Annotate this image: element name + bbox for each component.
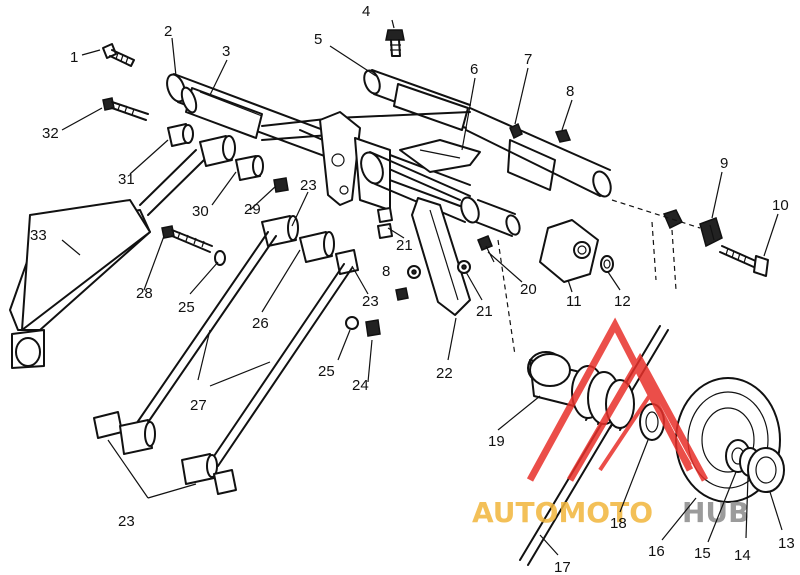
callout-21-upper: 21 [396,237,413,254]
part-27-tie-rods [131,231,353,467]
part-24-nut [365,319,381,337]
part-30-spacer [199,135,264,181]
callout-4: 4 [362,3,370,20]
callout-33: 33 [30,227,47,244]
callout-2: 2 [164,23,172,40]
callout-18: 18 [610,515,627,532]
watermark-inner-triangle-icon [598,391,692,472]
part-22-arm [411,197,471,316]
callout-7: 7 [524,51,532,68]
part-1-bolt [102,43,135,67]
part-13-cap [747,447,785,493]
callout-30: 30 [192,203,209,220]
part-23-rod-end-lower-b [181,453,237,495]
part-5-axle-rear [363,69,471,131]
part-33-shock [9,149,205,369]
alignment-lines [497,199,701,356]
callout-10: 10 [772,197,789,214]
callout-13: 13 [778,535,795,552]
callout-27: 27 [190,397,207,414]
callout-labels: 1 2 3 4 5 6 7 8 8 9 10 11 12 13 14 15 16… [30,3,795,575]
part-3-sleeve [180,86,263,139]
callout-25-left: 25 [178,299,195,316]
callout-15: 15 [694,545,711,562]
callout-31: 31 [118,171,135,188]
part-21-washer-b [457,260,471,274]
callout-23-middle: 23 [362,293,379,310]
part-29-nut [273,177,289,193]
part-8-nut-upper [554,129,572,143]
callout-32: 32 [42,125,59,142]
part-20-bolt [477,235,495,263]
callout-29: 29 [244,201,261,218]
callout-5: 5 [314,31,322,48]
part-23-rod-end-lower-a [93,411,156,455]
part-28-bolt [161,225,213,253]
watermark-text-auto: AUTOMOTO [472,496,653,529]
callout-23-upper: 23 [300,177,317,194]
callout-16: 16 [648,543,665,560]
callout-11: 11 [566,293,582,310]
part-9-clip [699,217,723,248]
part-12-washer [600,255,614,273]
callout-3: 3 [222,43,230,60]
callout-25-right: 25 [318,363,335,380]
part-8-nut-lower [395,287,409,301]
callout-21-lower: 21 [476,303,493,320]
part-rear-rail [465,107,612,198]
part-4-bolt [385,29,405,57]
part-25-washer-b [345,316,359,330]
callout-26: 26 [252,315,269,332]
callout-6: 6 [470,61,478,78]
part-32-bolt [102,97,149,121]
part-7-bushing [509,122,523,140]
callout-14: 14 [734,547,751,564]
callout-17: 17 [554,559,571,575]
callout-8-lower: 8 [382,263,390,280]
callout-24: 24 [352,377,369,394]
part-31-spacer [167,123,194,147]
callout-20: 20 [520,281,537,298]
part-21-nut-top [377,207,393,239]
part-25-washer-a [214,250,226,266]
part-11-plate [539,219,599,283]
part-top-plate [399,139,481,173]
leader-lines [61,19,783,556]
callout-19: 19 [488,433,505,450]
callout-23-lower: 23 [118,513,135,530]
part-10-bolt [719,245,769,277]
callout-8-upper: 8 [566,83,574,100]
callout-28: 28 [136,285,153,302]
callout-1: 1 [70,49,78,66]
callout-22: 22 [436,365,453,382]
callout-12: 12 [614,293,631,310]
part-21-washer-a [407,265,421,279]
callout-9: 9 [720,155,728,172]
